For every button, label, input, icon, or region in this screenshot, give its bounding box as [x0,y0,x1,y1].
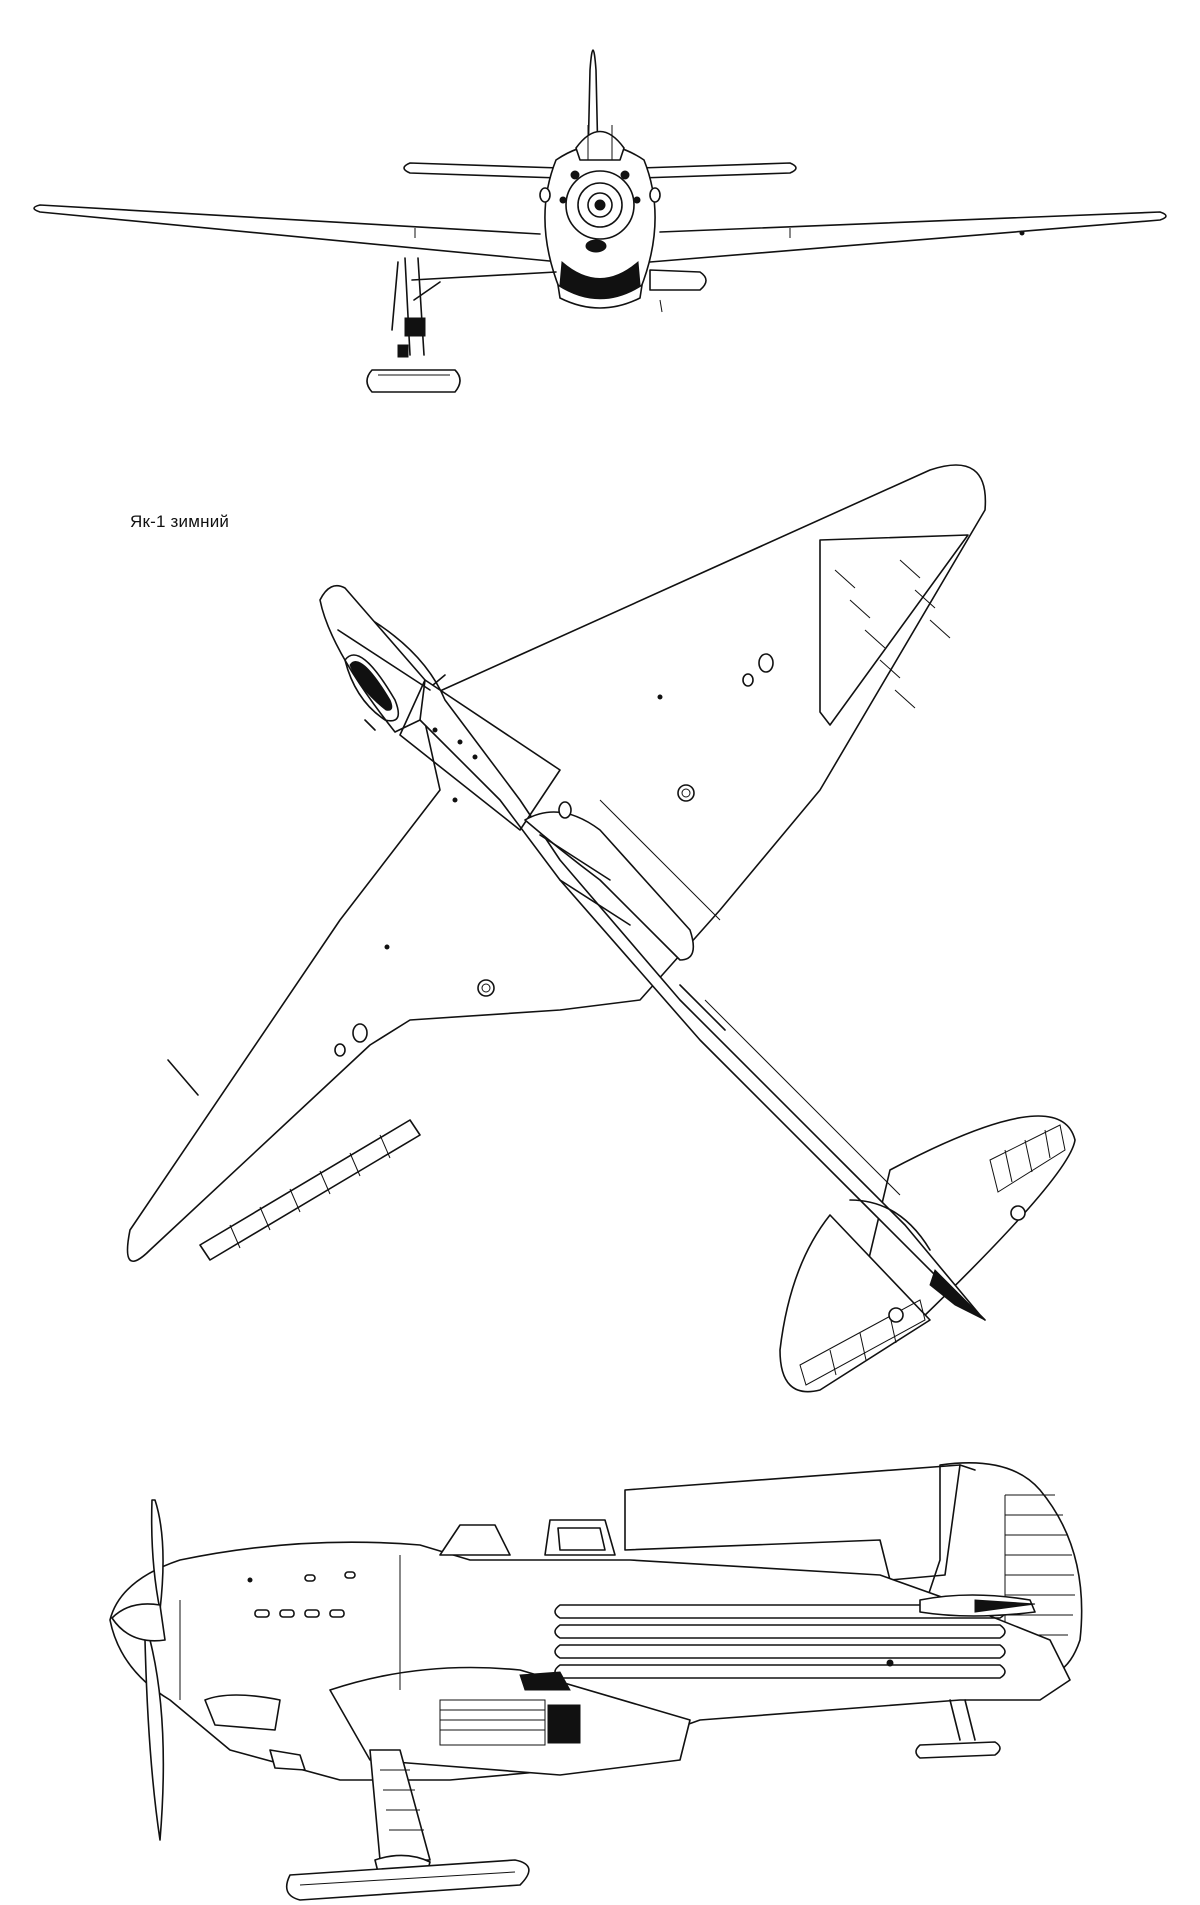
side-propeller-lower [144,1639,165,1841]
front-right-wing [649,211,1167,263]
top-right-gear-well [677,784,695,802]
front-oil-cooler [649,269,707,291]
drawing-caption: Як-1 зимний [130,512,230,531]
front-right-stabilizer [639,162,797,179]
top-cowling [319,584,426,733]
side-canopy [439,1524,511,1556]
side-gear-leg [369,1749,431,1861]
front-left-stabilizer [403,162,561,179]
side-spinner [111,1603,166,1642]
side-view [109,1462,1083,1901]
front-fin [587,49,599,161]
front-view [33,49,1167,393]
front-left-wing [33,204,561,263]
top-left-gear-well [477,979,495,997]
top-rudder-tip [929,1269,986,1321]
side-main-ski [285,1859,530,1901]
side-tail-ski [915,1741,1001,1759]
side-wing-root [329,1666,691,1776]
front-canopy [575,130,625,161]
top-pitot [167,1059,199,1096]
front-ski [366,369,461,393]
top-view [126,464,1076,1393]
front-gear-leg [404,257,411,356]
top-left-stabilizer [779,1214,931,1393]
